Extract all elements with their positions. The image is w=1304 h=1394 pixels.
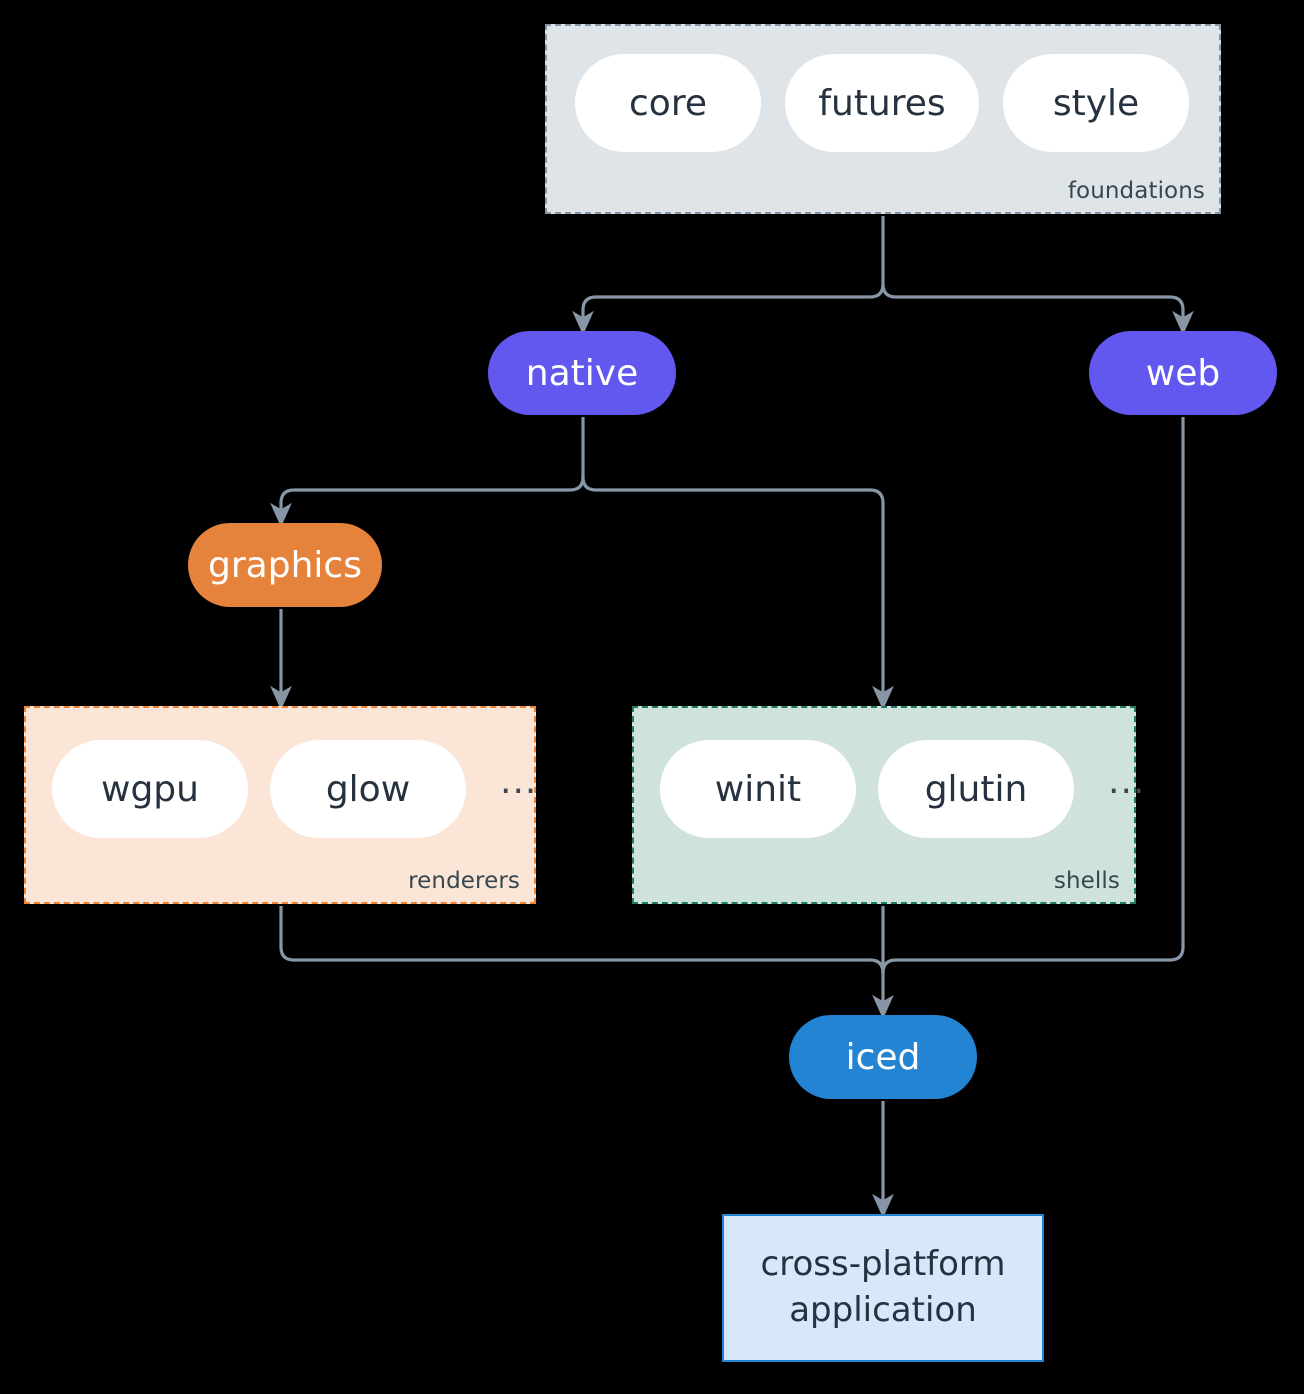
module-winit[interactable]: winit	[660, 740, 856, 838]
group-shells-label: shells	[1053, 868, 1120, 894]
module-glutin[interactable]: glutin	[878, 740, 1074, 838]
module-futures[interactable]: futures	[785, 54, 979, 152]
group-foundations-items: core futures style	[575, 54, 1189, 152]
shells-ellipsis: ...	[1108, 761, 1146, 803]
group-renderers[interactable]: wgpu glow ... renderers	[24, 706, 536, 904]
renderers-ellipsis: ...	[500, 761, 538, 803]
group-shells[interactable]: winit glutin ... shells	[632, 706, 1144, 904]
module-style[interactable]: style	[1003, 54, 1189, 152]
group-renderers-label: renderers	[408, 868, 520, 894]
node-application[interactable]: cross-platform application	[722, 1214, 1044, 1362]
group-renderers-items: wgpu glow ...	[52, 740, 545, 838]
group-shells-items: winit glutin ...	[660, 740, 1153, 838]
application-line-1: cross-platform	[760, 1244, 1006, 1285]
node-iced[interactable]: iced	[789, 1015, 977, 1099]
module-wgpu[interactable]: wgpu	[52, 740, 248, 838]
node-graphics[interactable]: graphics	[188, 523, 382, 607]
module-glow[interactable]: glow	[270, 740, 466, 838]
node-native[interactable]: native	[488, 331, 676, 415]
group-foundations-label: foundations	[1067, 178, 1205, 204]
node-web[interactable]: web	[1089, 331, 1277, 415]
application-line-2: application	[789, 1290, 977, 1330]
module-core[interactable]: core	[575, 54, 761, 152]
group-foundations[interactable]: core futures style foundations	[545, 24, 1221, 214]
